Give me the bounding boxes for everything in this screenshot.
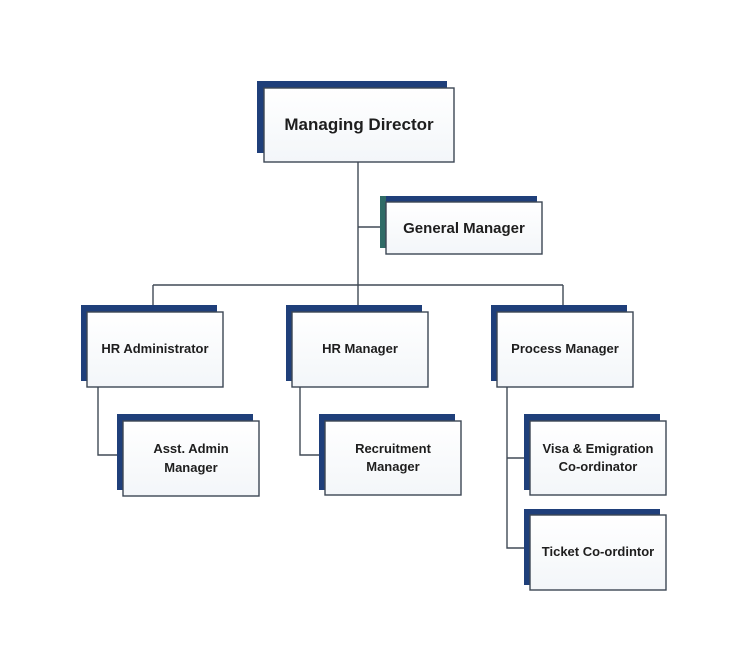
box-asst-admin-manager [122, 420, 260, 497]
box-managing-director [263, 87, 455, 163]
connector-hr-manager-to-recruitment [299, 386, 325, 456]
node-asst-admin-manager[interactable] [117, 414, 260, 497]
node-managing-director[interactable] [257, 81, 455, 163]
box-process-manager [496, 311, 634, 388]
node-general-manager[interactable] [380, 196, 543, 255]
node-visa-emigration-coordinator[interactable] [524, 414, 667, 496]
accent-strip-general-manager [380, 196, 386, 248]
node-hr-administrator[interactable] [81, 305, 224, 388]
box-ticket-coordinator [529, 514, 667, 591]
box-visa-emigration-coordinator [529, 420, 667, 496]
box-hr-manager [291, 311, 429, 388]
box-recruitment-manager [324, 420, 462, 496]
node-process-manager[interactable] [491, 305, 634, 388]
accent-strip-managing-director [257, 81, 263, 153]
box-general-manager [385, 201, 543, 255]
connector-process-to-visa [506, 386, 530, 549]
connector-lines [97, 162, 564, 549]
box-hr-administrator [86, 311, 224, 388]
node-hr-manager[interactable] [286, 305, 429, 388]
node-recruitment-manager[interactable] [319, 414, 462, 496]
connector-hr-admin-to-asst [97, 386, 123, 456]
node-ticket-coordinator[interactable] [524, 509, 667, 591]
